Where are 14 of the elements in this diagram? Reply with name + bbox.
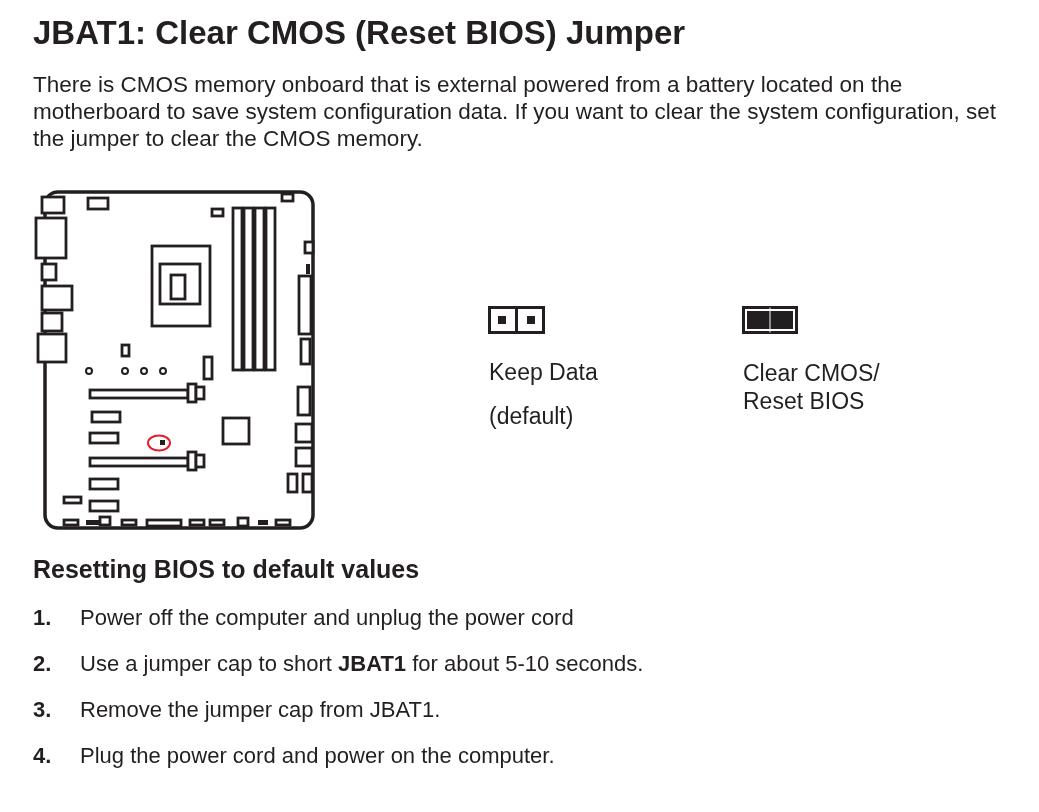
jumper-label: (default) (489, 403, 574, 430)
step-text: Plug the power cord and power on the computer. (80, 743, 555, 769)
intro-paragraph: There is CMOS memory onboard that is external powered from a battery located on the motherboard to save system configuration data. If you want to clear the system configuration, set the jumper to clear the CMOS memory. (33, 71, 997, 152)
jumper-label: Clear CMOS/ Reset BIOS (743, 359, 881, 415)
step-text: Power off the computer and unplug the power cord (80, 605, 574, 631)
step-text: Use a jumper cap to short JBAT1 for about 5-10 seconds. (80, 651, 644, 677)
step-text: Remove the jumper cap from JBAT1. (80, 697, 441, 723)
step-number: 1. (33, 605, 52, 631)
step-number: 3. (33, 697, 52, 723)
step-number: 2. (33, 651, 52, 677)
step-number: 4. (33, 743, 52, 769)
page-title: JBAT1: Clear CMOS (Reset BIOS) Jumper (33, 14, 686, 52)
section-heading: Resetting BIOS to default values (33, 555, 420, 584)
jumper-label: Keep Data (489, 359, 598, 386)
